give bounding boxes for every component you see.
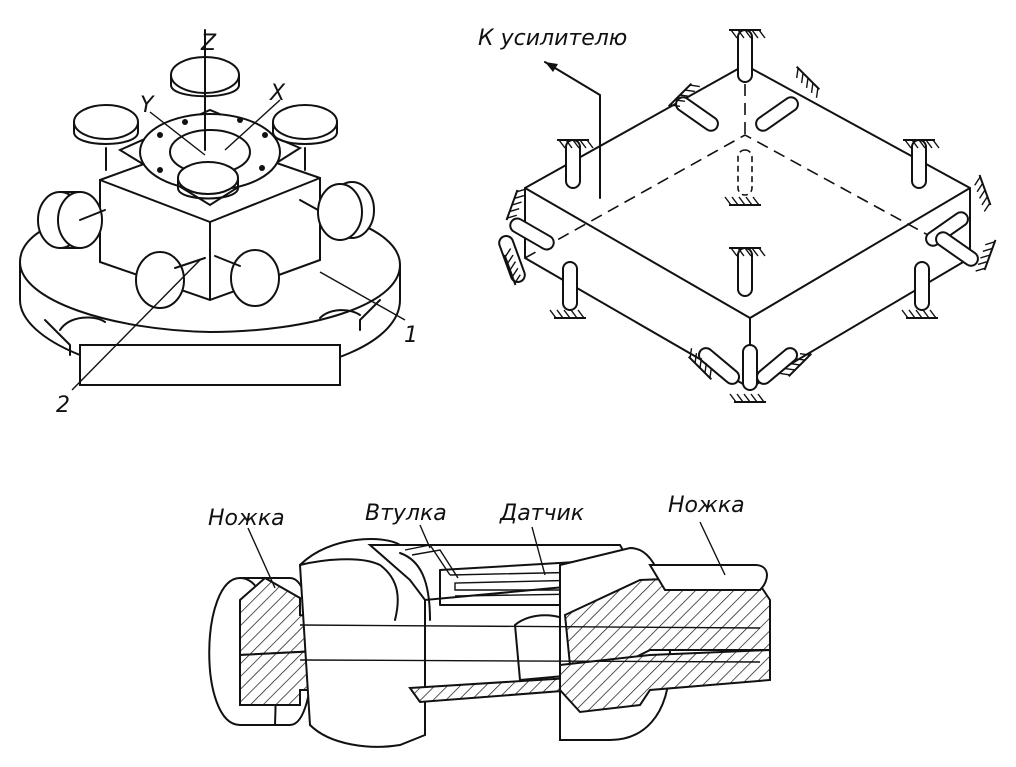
part-2-label: 2	[56, 393, 70, 418]
leg-left-label: Ножка	[208, 506, 285, 531]
axis-y-label: Y	[140, 93, 155, 118]
to-amplifier-label: К усилителю	[478, 26, 627, 51]
leg-right-label: Ножка	[668, 493, 745, 518]
axis-x-label: X	[269, 81, 286, 106]
sensor-section-drawing	[208, 538, 771, 748]
sleeve-label: Втулка	[365, 501, 447, 526]
sensor-block-drawing	[498, 29, 997, 403]
sensor-label: Датчик	[499, 501, 585, 526]
dynamometer-drawing	[19, 29, 406, 391]
axis-z-label: Z	[200, 31, 217, 56]
part-1-label: 1	[404, 323, 418, 348]
